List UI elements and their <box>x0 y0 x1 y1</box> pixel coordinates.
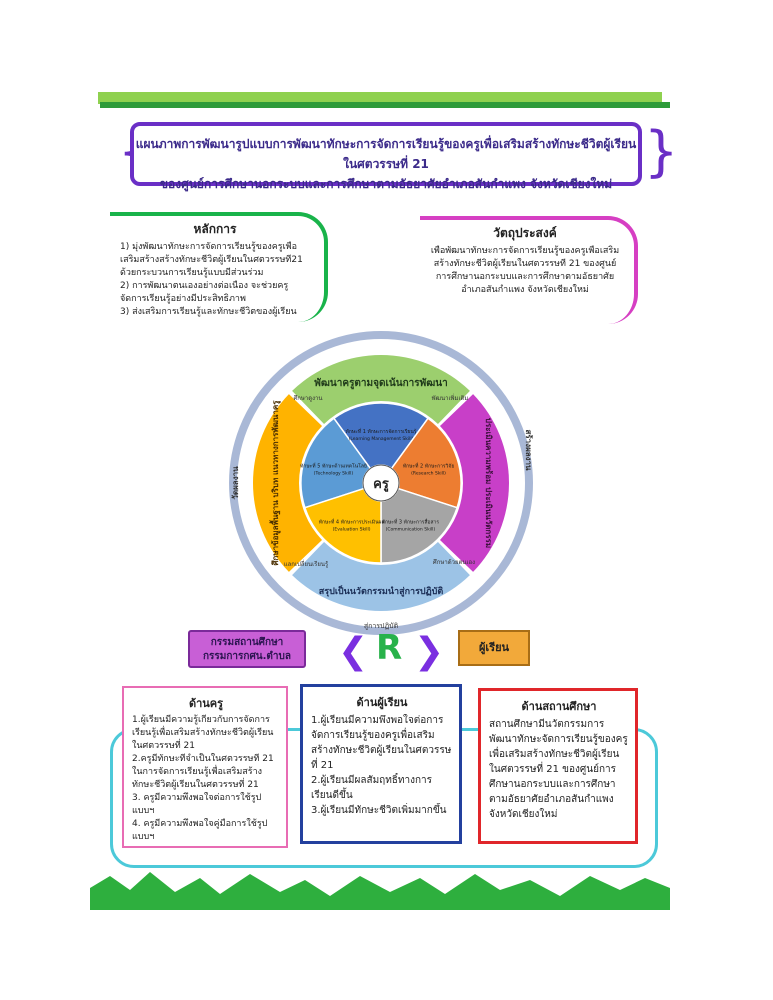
purpose-line: สร้างทักษะชีวิตผู้เรียนในศตวรรษที่ 21 ขอ… <box>433 259 617 269</box>
principles-heading: หลักการ <box>193 222 237 236</box>
header-bar <box>98 92 662 104</box>
office-line-1: กรรมสถานศึกษา <box>210 637 284 648</box>
mountain-footer-decoration <box>90 872 670 910</box>
title-line-2: ของศูนย์การศึกษานอกระบบและการศึกษาตามอัธ… <box>159 177 613 191</box>
title-line-1: แผนภาพการพัฒนารูปแบบการพัฒนาทักษะการจัดก… <box>135 137 637 171</box>
teacher-card-line: 2.ครูมีทักษะที่จำเป็นในศตวรรษที่ 21 ในกา… <box>132 754 274 790</box>
student-card-heading: ด้านผู้เรียน <box>356 696 408 709</box>
ring-bottom-left-label: แลกเปลี่ยนเรียนรู้ <box>284 560 329 568</box>
school-outcome-card: ด้านสถานศึกษา สถานศึกษามีนวัตกรรมการพัฒน… <box>478 688 638 844</box>
outer-segment-right <box>439 394 509 572</box>
outer-top-label: พัฒนาครูตามจุดเน้นการพัฒนา <box>314 377 447 390</box>
skill-segment-label: ทักษะที่ 5 ทักษะด้านเทคโนโลยี <box>300 463 367 470</box>
student-card-line: 1.ผู้เรียนมีความพึงพอใจต่อการจัดการเรียน… <box>311 715 452 771</box>
principles-line: จัดการเรียนรู้อย่างมีประสิทธิภาพ <box>120 294 246 304</box>
purpose-line: อำเภอสันกำแพง จังหวัดเชียงใหม่ <box>461 285 589 295</box>
principles-line: 3) ส่งเสริมการเรียนรู้และทักษะชีวิตของผู… <box>120 307 297 317</box>
chevron-left-icon: ❮ <box>338 631 369 672</box>
skill-segment-label: ทักษะที่ 3 ทักษะการสื่อสาร <box>382 518 440 525</box>
skill-segment-sublabel: (Technology Skill) <box>314 471 354 477</box>
outer-right-label: ประเมินความพร้อม ประเมินนวัตกรรม <box>484 418 494 548</box>
title-right-brace-icon: } <box>644 120 679 183</box>
header-bar-shadow <box>100 102 670 108</box>
office-line-2: กรรมการกศน.ตำบล <box>202 651 292 662</box>
school-card-heading: ด้านสถานศึกษา <box>521 700 597 713</box>
teacher-card-line: 4. ครูมีความพึงพอใจคู่มือการใช้รูปแบบฯ <box>132 819 268 842</box>
diagram-title: แผนภาพการพัฒนารูปแบบการพัฒนาทักษะการจัดก… <box>130 122 642 191</box>
student-outcome-card: ด้านผู้เรียน 1.ผู้เรียนมีความพึงพอใจต่อก… <box>300 684 462 844</box>
outer-bottom-label: สรุปเป็นนวัตกรรมนำสู่การปฏิบัติ <box>319 584 444 597</box>
learner-box: ผู้เรียน <box>458 630 530 666</box>
purpose-line: การศึกษานอกระบบและการศึกษาตามอัธยาศัย <box>435 272 615 282</box>
principles-line: 2) การพัฒนาตนเองอย่างต่อเนื่อง จะช่วยครู <box>120 281 289 291</box>
school-card-line: สถานศึกษามีนวัตกรรมการพัฒนาทักษะจัดการเร… <box>489 719 628 820</box>
teacher-card-line: 1.ผู้เรียนมีความรู้เกี่ยวกับการจัดการเรี… <box>132 715 274 751</box>
purpose-line: เพื่อพัฒนาทักษะการจัดการเรียนรู้ของครูเพ… <box>430 246 620 256</box>
teacher-card-heading: ด้านครู <box>188 697 224 710</box>
principles-line: 1) มุ่งพัฒนาทักษะการจัดการเรียนรู้ของครู… <box>120 242 298 252</box>
teacher-card-line: 3. ครูมีความพึงพอใจต่อการใช้รูปแบบฯ <box>132 793 262 816</box>
teacher-outcome-card: ด้านครู 1.ผู้เรียนมีความรู้เกี่ยวกับการจ… <box>122 686 288 848</box>
skill-segment-sublabel: (Communication Skill) <box>386 526 436 532</box>
skill-segment-label: ทักษะที่ 1 ทักษะการจัดการเรียนรู้ <box>346 428 417 435</box>
purpose-heading: วัตถุประสงค์ <box>493 226 557 240</box>
skill-segment-sublabel: (Evaluation Skill) <box>333 526 371 532</box>
r-letter: R <box>376 628 403 668</box>
student-card-line: 2.ผู้เรียนมีผลสัมฤทธิ์ทางการเรียนดีขึ้น <box>311 775 433 801</box>
student-card-line: 3.ผู้เรียนมีทักษะชีวิตเพิ่มมากขึ้น <box>311 805 447 816</box>
skill-segment-sublabel: (Learning Management Skill) <box>349 436 414 442</box>
chevron-right-icon: ❯ <box>414 631 445 672</box>
ring-right-label: สร้างผลงาน <box>524 429 534 471</box>
ring-top-left-label: ศึกษาดูงาน <box>293 395 322 402</box>
center-label: ครู <box>373 477 389 492</box>
ring-top-right-label: พัฒนาเพิ่มเติม <box>432 394 469 402</box>
center-circle <box>362 464 400 502</box>
outer-ring <box>229 331 533 635</box>
outer-segment-top <box>292 355 470 425</box>
principles-box: หลักการ 1) มุ่งพัฒนาทักษะการจัดการเรียนร… <box>110 212 328 322</box>
purpose-box: วัตถุประสงค์ เพื่อพัฒนาทักษะการจัดการเรี… <box>420 216 638 324</box>
skill-segment-label: ทักษะที่ 2 ทักษะการวิจัย <box>403 463 455 470</box>
title-left-brace-icon: { <box>118 122 152 186</box>
outer-segment-left <box>252 394 323 572</box>
principles-line: ด้วยกระบวนการเรียนรู้แบบมีส่วนร่วม <box>120 268 264 278</box>
principles-line: เสริมสร้างสร้างทักษะชีวิตผู้เรียนในศตวรร… <box>120 255 303 265</box>
development-wheel: ทักษะที่ 5 ทักษะด้านเทคโนโลยี(Technology… <box>229 331 534 635</box>
ring-bottom-right-label: ศึกษาด้วยตนเอง <box>433 559 475 566</box>
skill-segment-sublabel: (Research Skill) <box>411 471 446 477</box>
skill-segment-label: ทักษะที่ 4 ทักษะการประเมินผล <box>319 518 385 525</box>
school-committee-box: กรรมสถานศึกษา กรรมการกศน.ตำบล <box>188 630 306 668</box>
outer-left-label: ศึกษาข้อมูลพื้นฐาน บริบท แนวทางการพัฒนาค… <box>269 400 281 566</box>
ring-bottom-label: สู่การปฏิบัติ <box>364 622 399 630</box>
ring-left-label: วัดผลงาน <box>231 466 240 500</box>
outer-segment-bottom <box>292 541 470 611</box>
